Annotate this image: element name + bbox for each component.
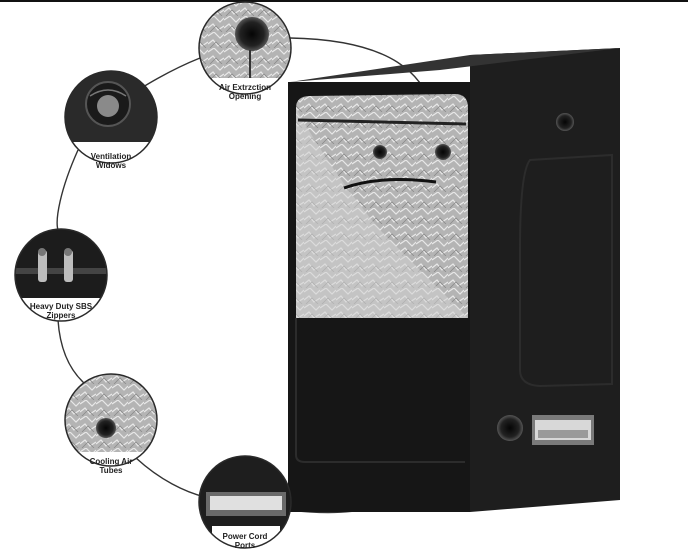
callout-air-extraction bbox=[198, 1, 292, 95]
side-bottom-port-icon bbox=[497, 415, 523, 441]
tent-power-port bbox=[532, 415, 594, 445]
power-cord-port-icon bbox=[206, 492, 286, 516]
grow-tent-illustration bbox=[288, 48, 620, 512]
callout-label-cooling: Cooling Air Tubes bbox=[89, 457, 133, 475]
reflective-interior bbox=[296, 94, 468, 318]
tent-top bbox=[290, 48, 620, 82]
interior-vent-icon bbox=[373, 145, 387, 159]
side-door-outline bbox=[519, 153, 613, 388]
callout-label-zippers: Heavy Duty SBS Zippers bbox=[29, 302, 93, 320]
callout-label-power-cord: Power Cord Ports bbox=[222, 532, 268, 550]
tent-side-panel bbox=[470, 48, 620, 512]
top-border bbox=[0, 0, 688, 2]
callout-cooling bbox=[64, 373, 158, 467]
callout-ventilation bbox=[64, 70, 158, 164]
side-air-port-icon bbox=[556, 113, 574, 131]
callout-label-air-extraction: Air Extrzction Opening bbox=[218, 83, 271, 101]
air-extraction-port-icon bbox=[235, 17, 269, 51]
callout-power-cord bbox=[198, 455, 292, 549]
connector-arc bbox=[56, 37, 431, 514]
zipper-icon bbox=[38, 248, 73, 282]
callout-zippers bbox=[14, 228, 108, 322]
interior-vent-icon-2 bbox=[435, 144, 451, 160]
cooling-tube-icon bbox=[96, 418, 116, 438]
callout-label-ventilation: Ventilation Widows bbox=[90, 152, 132, 170]
